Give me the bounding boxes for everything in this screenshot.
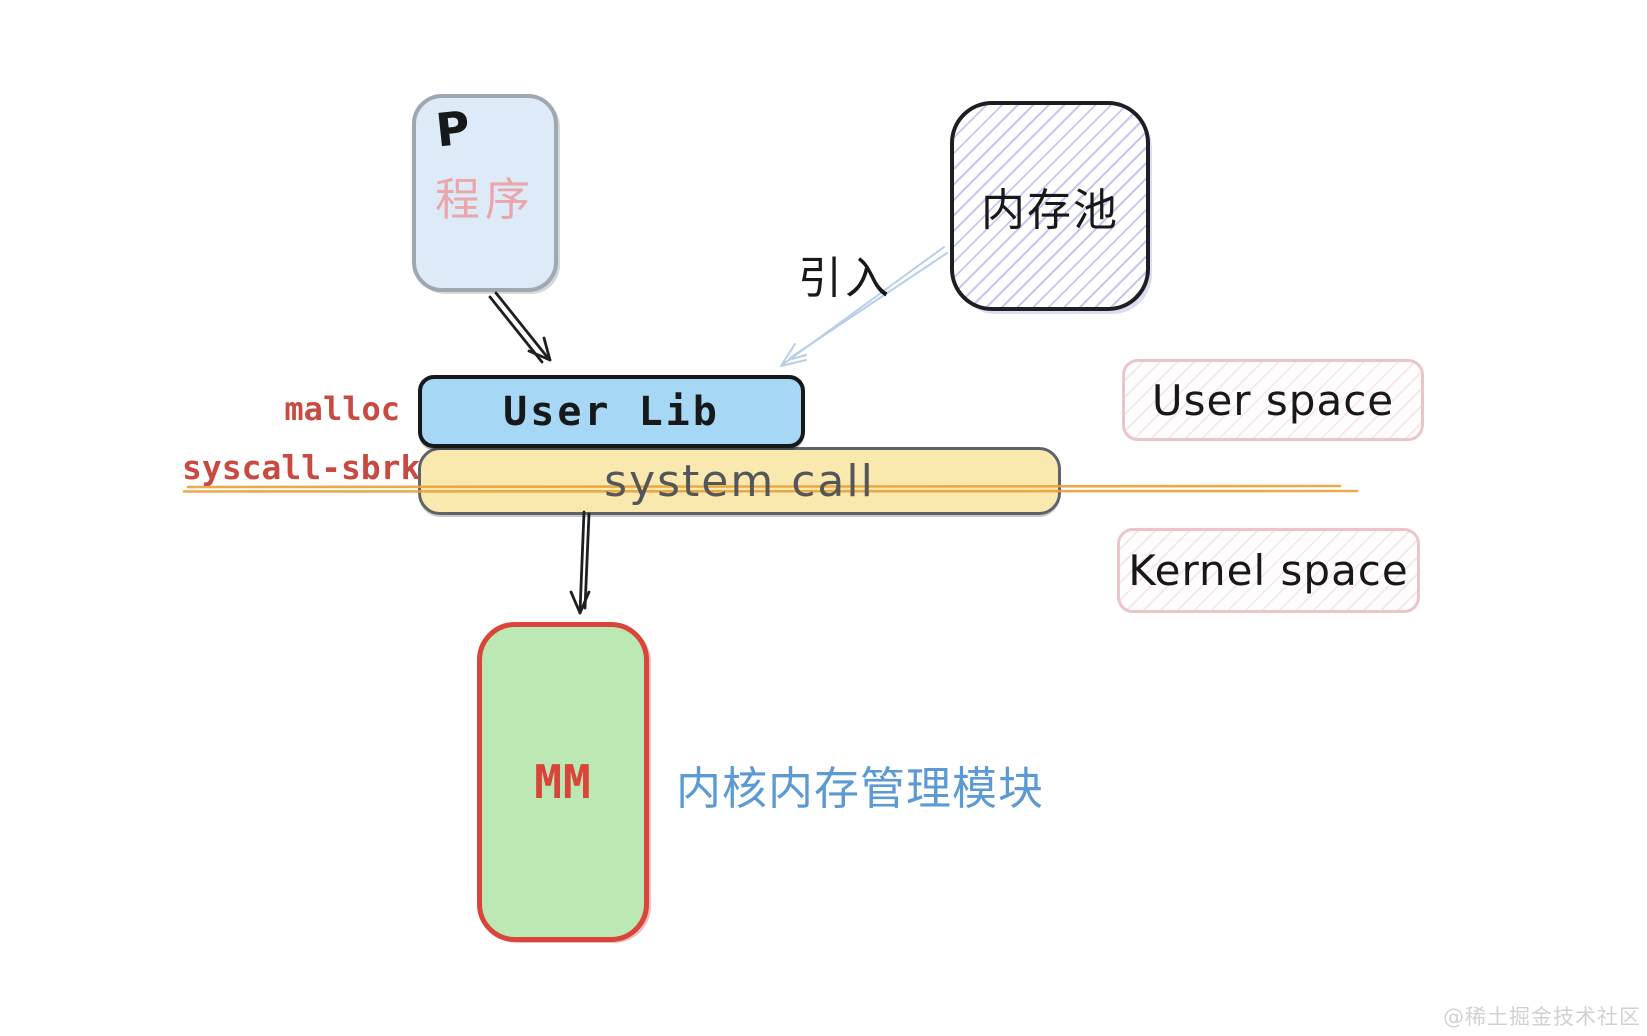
kernel-space-tag: Kernel space	[1117, 528, 1420, 613]
kernel-space-label: Kernel space	[1128, 546, 1409, 595]
systemcall-to-mm-arrow	[569, 510, 591, 615]
user-space-tag: User space	[1122, 359, 1424, 441]
program-node: P 程序	[412, 94, 558, 292]
system-call-node: system call	[418, 447, 1061, 515]
memory-pool-label: 内存池	[981, 185, 1119, 236]
syscall-sbrk-annotation: syscall-sbrk	[182, 448, 421, 487]
program-tag: P	[433, 100, 473, 158]
user-lib-label: User Lib	[503, 388, 720, 435]
user-space-label: User space	[1151, 375, 1395, 425]
user-lib-node: User Lib	[418, 375, 805, 448]
program-label: 程序	[434, 172, 535, 226]
mm-caption: 内核内存管理模块	[676, 762, 1045, 815]
malloc-annotation: malloc	[284, 390, 400, 428]
watermark: @稀土掘金技术社区	[1443, 1005, 1641, 1029]
mm-node: MM	[477, 622, 649, 942]
system-call-label: system call	[604, 455, 875, 507]
import-arrow-label: 引入	[798, 253, 892, 304]
mm-label: MM	[534, 755, 592, 809]
memory-pool-node: 内存池	[950, 101, 1150, 311]
program-to-userlib-arrow	[488, 291, 552, 364]
